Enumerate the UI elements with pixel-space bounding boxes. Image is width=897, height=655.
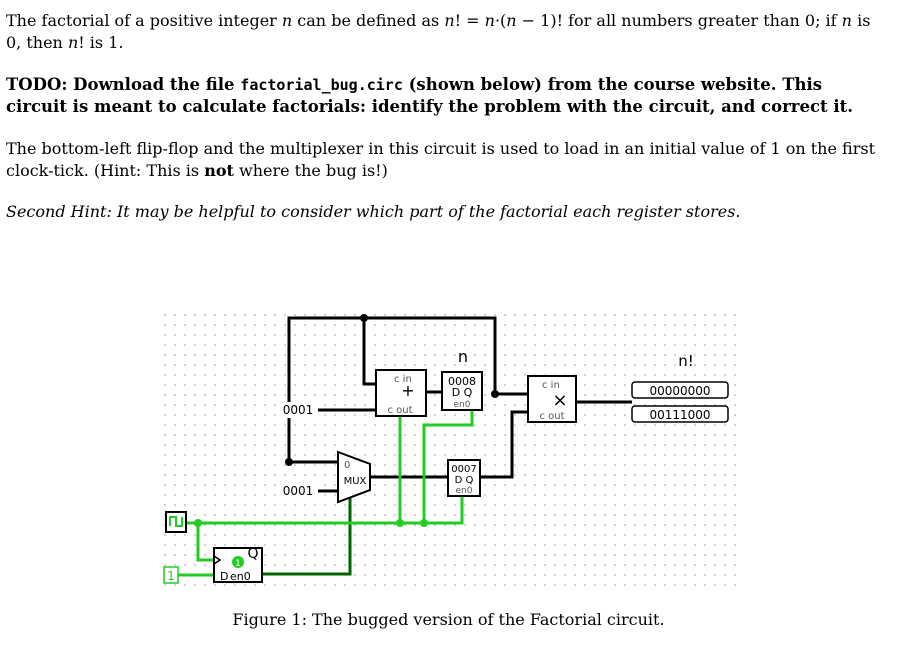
svg-text:1: 1: [235, 559, 241, 569]
intro-paragraph: The factorial of a positive integer n ca…: [6, 11, 871, 52]
constant-mux-input: 0001: [278, 483, 318, 499]
svg-text:c in: c in: [394, 374, 412, 385]
svg-text:Q: Q: [247, 546, 258, 562]
svg-text:0008: 0008: [448, 375, 476, 388]
svg-text:MUX: MUX: [344, 476, 367, 487]
description-paragraph: The bottom-left flip-flop and the multip…: [6, 139, 875, 180]
label-n-factorial: n!: [678, 352, 694, 370]
svg-text:D Q: D Q: [455, 475, 474, 486]
bus-wires: [287, 316, 632, 493]
svg-text:en0: en0: [454, 400, 471, 410]
svg-text:+: +: [401, 381, 414, 400]
svg-text:0007: 0007: [451, 464, 476, 475]
grid-background: [164, 312, 744, 590]
svg-text:c in: c in: [542, 380, 560, 391]
svg-text:0: 0: [344, 460, 350, 471]
multiplexer-component[interactable]: 0 MUX: [337, 450, 371, 504]
init-flip-flop[interactable]: 1 Q D en0: [213, 546, 263, 583]
svg-text:0001: 0001: [283, 403, 314, 417]
svg-text:en0: en0: [230, 570, 251, 583]
svg-text:c out: c out: [387, 405, 412, 416]
output-probe-top: 00000000: [631, 381, 729, 399]
clock-icon[interactable]: [165, 511, 187, 533]
svg-text:00111000: 00111000: [649, 408, 710, 422]
figure-caption: Figure 1: The bugged version of the Fact…: [232, 610, 665, 629]
factorial-circuit-diagram: 1 1 Q D en0 0001 c in + c out n 0008 D Q…: [163, 312, 744, 590]
svg-text:c out: c out: [539, 411, 564, 422]
green-junctions: [194, 519, 428, 527]
svg-text:0001: 0001: [283, 484, 314, 498]
label-n: n: [458, 347, 468, 366]
junctions: [285, 314, 499, 466]
register-top[interactable]: 0008 D Q en0: [441, 371, 483, 411]
svg-text:en0: en0: [456, 486, 473, 496]
constant-adder-input: 0001: [278, 402, 318, 418]
multiplier-component[interactable]: c in × c out: [527, 375, 577, 423]
output-probe-bottom: 00111000: [631, 405, 729, 423]
filename: factorial_bug.circ: [240, 76, 403, 94]
svg-text:00000000: 00000000: [649, 384, 710, 398]
svg-text:×: ×: [552, 390, 567, 411]
svg-text:1: 1: [167, 569, 175, 583]
todo-paragraph: TODO: Download the file factorial_bug.ci…: [6, 75, 854, 116]
register-bottom[interactable]: 0007 D Q en0: [447, 459, 481, 497]
adder-component[interactable]: c in + c out: [375, 369, 427, 417]
active-wires: [176, 410, 474, 577]
input-pin-one[interactable]: 1: [163, 566, 179, 584]
svg-text:D Q: D Q: [452, 386, 473, 399]
svg-text:D: D: [220, 570, 228, 583]
second-hint: Second Hint: It may be helpful to consid…: [6, 202, 741, 221]
